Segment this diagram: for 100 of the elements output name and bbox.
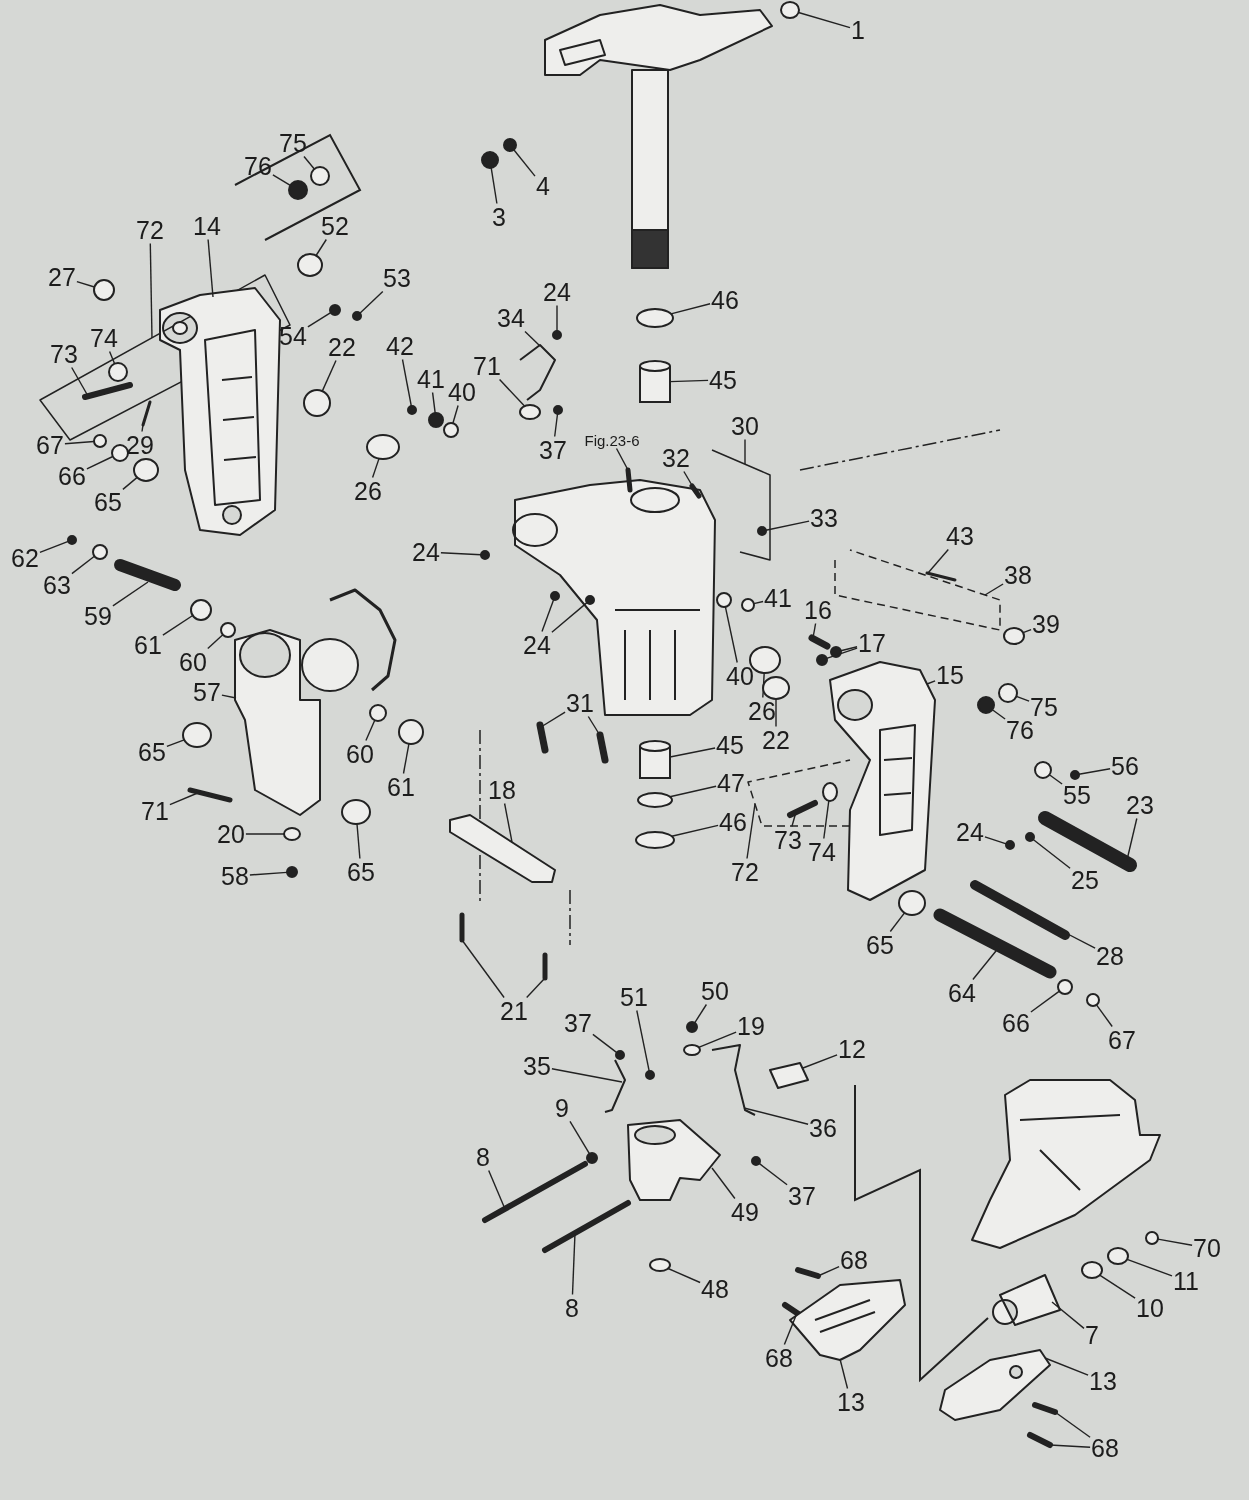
clamp-bracket [159,287,281,536]
washer [398,719,424,745]
callout-number: 38 [1004,562,1032,588]
fastener [552,330,562,340]
washer [762,676,790,700]
callout-number: 49 [731,1199,759,1225]
leader-line [669,747,716,758]
washer [1086,993,1100,1007]
leader-line [744,438,746,465]
callout-number: 51 [620,984,648,1010]
pin [542,952,548,981]
leader-line [694,1003,708,1024]
washer [310,166,330,186]
callout-number: 59 [84,603,112,629]
washer [93,279,115,301]
leader-line [1032,838,1071,869]
bushing [639,360,671,403]
pin [787,800,818,818]
callout-number: 56 [1111,753,1139,779]
washer [443,422,459,438]
leader-line [839,1358,849,1390]
leader-line [490,167,498,205]
callout-number: 34 [497,305,525,331]
callout-number: 42 [386,333,414,359]
rubber-mount [992,1274,1061,1326]
leader-line [817,1265,840,1277]
leader-line [307,311,332,328]
leader-line [840,646,858,652]
leader-line [149,242,153,339]
callout-number: 32 [662,445,690,471]
washer [341,799,371,825]
leader-line [356,823,361,860]
leader-line [984,836,1007,845]
callout-number: 14 [193,213,221,239]
leader-line [669,785,717,798]
callout-number: 26 [354,478,382,504]
leader-line [746,803,756,860]
leader-line [669,379,709,383]
callout-number: Fig.23-6 [584,432,640,448]
leader-line [440,552,482,556]
callout-number: 24 [523,632,551,658]
leader-line [753,600,764,605]
rubber-block [769,1062,809,1089]
callout-number: 58 [221,863,249,889]
callout-number: 10 [1136,1295,1164,1321]
leader-line [76,280,96,288]
leader-line [359,290,384,314]
leader-line [108,350,116,365]
callout-number: 54 [279,323,307,349]
washer [108,362,128,382]
callout-number: 29 [126,432,154,458]
pin [187,787,233,803]
callout-number: 36 [809,1115,837,1141]
leader-line [823,800,830,840]
leader-line [524,330,541,347]
callout-number: 60 [346,741,374,767]
leader-line [112,581,149,607]
leader-line [765,520,810,531]
leader-line [272,174,291,187]
leader-line [636,1009,650,1072]
leader-line [431,391,436,414]
callout-number: 55 [1063,782,1091,808]
callout-number: 63 [43,572,71,598]
callout-number: 15 [936,662,964,688]
washer [133,458,159,482]
callout-number: 67 [36,432,64,458]
leader-line [671,824,719,837]
callout-number: 8 [565,1295,579,1321]
callout-number: 25 [1071,867,1099,893]
fastener [757,526,767,536]
washer [1057,979,1073,995]
washer [366,434,400,460]
group-outline [747,759,851,827]
callout-number: 23 [1126,792,1154,818]
leader-line [303,155,315,170]
leader-line [889,912,906,933]
leader-line [541,599,555,633]
callout-number: 71 [141,798,169,824]
washer [741,598,755,612]
callout-number: 66 [1002,1010,1030,1036]
callout-number: 30 [731,413,759,439]
leader-line [207,634,224,650]
leader-line [1078,768,1111,775]
leader-line [569,1120,591,1155]
callout-number: 75 [279,130,307,156]
callout-number: 22 [328,334,356,360]
fastener [503,138,517,152]
wire-harness [711,1044,756,1116]
leader-line [826,647,858,660]
mount-housing [627,1119,721,1201]
fastener [407,405,417,415]
leader-line [1015,695,1030,702]
leader-line [498,378,526,407]
callout-number: 70 [1193,1235,1221,1261]
callout-number: 72 [136,217,164,243]
washer [683,1044,701,1056]
leader-line [1048,774,1063,785]
callout-number: 18 [488,777,516,803]
callout-number: 27 [48,264,76,290]
leader-line [670,303,711,315]
